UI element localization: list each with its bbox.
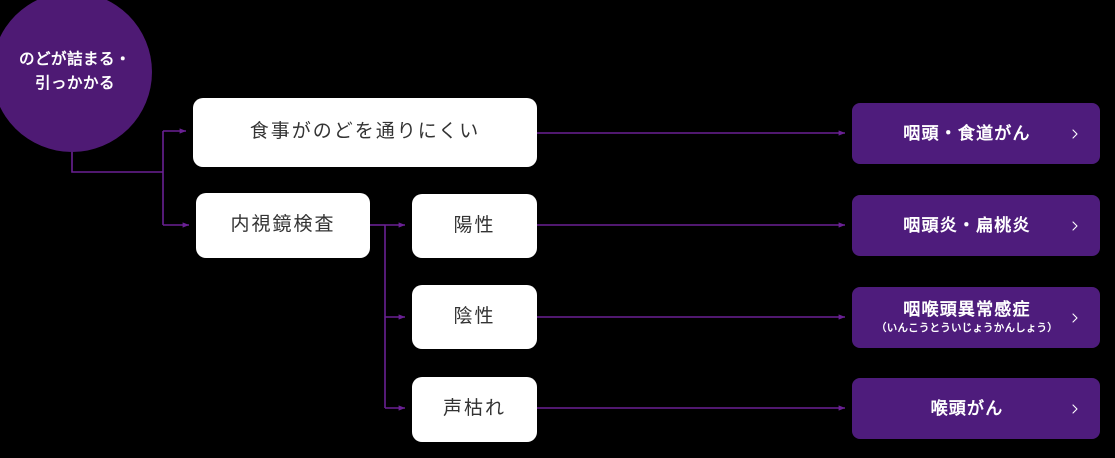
finding-node-3-label: 声枯れ <box>442 398 506 420</box>
chevron-right-icon <box>1072 128 1078 139</box>
chevron-right-icon <box>1072 312 1078 323</box>
result-button-3-title: 咽喉頭異常感症 <box>903 300 1031 320</box>
result-button-3-content: 咽喉頭異常感症 （いんこうとういじょうかんしょう） <box>852 299 1100 336</box>
result-button-2-content: 咽頭炎・扁桃炎 <box>852 215 1100 236</box>
finding-node-2: 陰性 <box>412 285 537 349</box>
result-button-4-title: 喉頭がん <box>930 398 1004 418</box>
result-button-3-subtitle: （いんこうとういじょうかんしょう） <box>876 322 1058 335</box>
result-button-1-content: 咽頭・食道がん <box>852 123 1100 144</box>
finding-node-3: 声枯れ <box>412 377 537 442</box>
chevron-right-icon <box>1072 220 1078 231</box>
result-button-4[interactable]: 喉頭がん <box>852 378 1100 439</box>
root-node: のどが詰まる・ 引っかかる <box>0 0 152 152</box>
finding-node-1: 陽性 <box>412 194 537 258</box>
symptom-node-2: 内視鏡検査 <box>196 193 370 258</box>
chevron-right-icon <box>1072 403 1078 414</box>
symptom-node-1-label: 食事がのどを通りにくい <box>249 121 481 143</box>
symptom-node-1: 食事がのどを通りにくい <box>193 98 537 167</box>
result-button-3[interactable]: 咽喉頭異常感症 （いんこうとういじょうかんしょう） <box>852 287 1100 348</box>
result-button-2-title: 咽頭炎・扁桃炎 <box>903 215 1031 235</box>
symptom-node-2-label: 内視鏡検査 <box>230 214 336 236</box>
finding-node-2-label: 陰性 <box>453 305 496 327</box>
result-button-1[interactable]: 咽頭・食道がん <box>852 103 1100 164</box>
result-button-1-title: 咽頭・食道がん <box>903 123 1031 143</box>
result-button-2[interactable]: 咽頭炎・扁桃炎 <box>852 195 1100 256</box>
root-node-label: のどが詰まる・ 引っかかる <box>18 50 131 92</box>
finding-node-1-label: 陽性 <box>453 214 496 236</box>
result-button-4-content: 喉頭がん <box>852 398 1100 419</box>
